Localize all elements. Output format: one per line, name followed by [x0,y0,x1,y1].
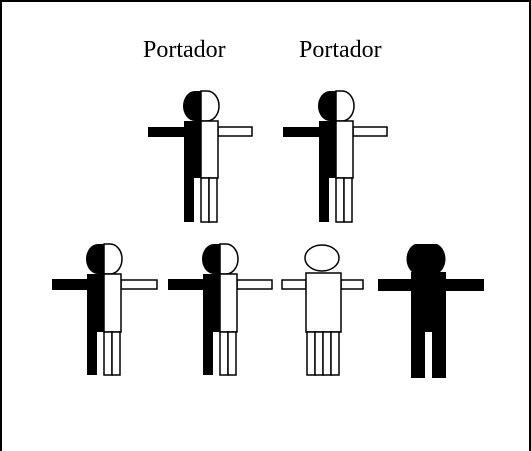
torso-right [103,273,122,333]
left-arm [148,127,186,137]
left-arm [283,127,321,137]
head [406,244,446,274]
figure-child-3 [281,244,364,376]
right-arm [120,279,158,290]
torso [411,272,446,332]
right-leg-b [208,177,218,223]
right-leg-b [111,331,121,376]
right-arm [352,126,388,137]
head-right-half [200,90,220,122]
right-leg-a [103,331,113,376]
right-leg-a [219,331,229,376]
torso-left [203,274,220,332]
head-left-half [202,244,220,274]
right-leg-a [200,177,210,223]
right-arm [236,279,273,290]
torso [305,272,342,333]
leg-1 [306,331,316,376]
left-leg [87,332,97,375]
carrier-label-right: Portador [299,37,382,63]
figure-parent-left [148,90,253,223]
torso-left [319,121,336,178]
figure-child-2 [168,243,273,376]
right-arm [340,279,364,290]
left-leg [319,178,329,222]
head-right-half [335,90,355,122]
right-leg-b [343,177,353,223]
head [304,244,340,272]
head-right-half [219,243,239,275]
left-arm [281,279,307,290]
head-left-half [183,91,201,121]
figure-parent-right [283,90,388,223]
right-leg-b [227,331,237,376]
carrier-label-left: Portador [143,37,226,63]
figure-child-4 [378,244,484,378]
torso-left [87,274,104,332]
torso-right [219,273,238,333]
right-leg [432,332,446,378]
left-arm [168,279,206,290]
figure-child-1 [52,243,158,376]
right-leg-a [335,177,345,223]
leg-2 [314,331,324,376]
left-leg [184,178,194,222]
head-left-half [318,91,336,121]
leg-3 [322,331,332,376]
left-leg [203,332,213,375]
head-right-half [103,243,123,275]
torso-left [184,121,201,178]
leg-4 [330,331,340,376]
left-leg [411,332,425,378]
torso-right [200,120,219,179]
head-left-half [86,244,104,274]
left-arm [52,279,90,290]
right-arm [217,126,253,137]
torso-right [335,120,354,179]
